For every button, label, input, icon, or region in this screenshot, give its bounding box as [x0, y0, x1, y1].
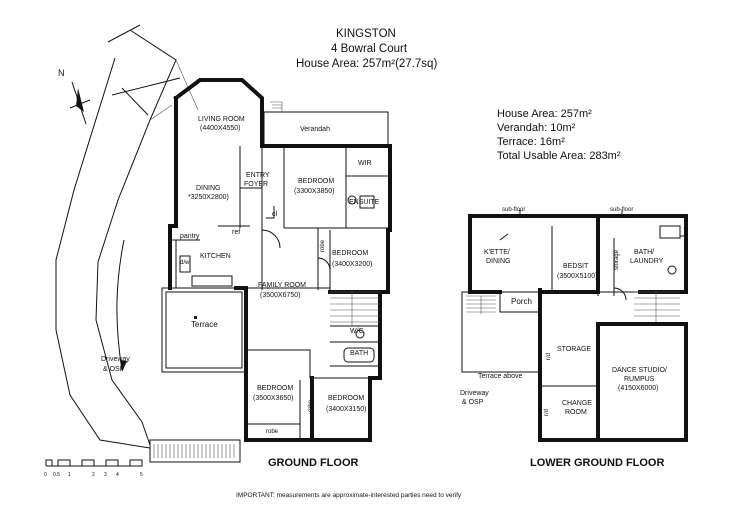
dining-label: DINING — [196, 185, 221, 192]
bedroom-4-dim: (3400X3150) — [326, 406, 366, 413]
kitchen-label: KITCHEN — [200, 253, 231, 260]
bedroom-1-label: BEDROOM — [298, 178, 334, 185]
lower-driveway-label: Driveway — [460, 390, 489, 397]
scale-tick-0: 0 — [44, 472, 47, 478]
bath-label: BATH — [350, 350, 368, 357]
bedroom-3-label: BEDROOM — [257, 385, 293, 392]
pantry-label: pantry — [180, 233, 200, 240]
subfloor-access-1-line2: access — [505, 214, 524, 220]
lower-osp-label: & OSP — [462, 399, 484, 406]
header-house-area: House Area: 257m²(27.7sq) — [296, 58, 438, 70]
scale-tick-2: 2 — [92, 472, 95, 478]
verandah-label: Verandah — [300, 126, 330, 133]
ground-floor-plan: LIVING ROOM (4400X4550) Verandah DINING … — [101, 78, 392, 442]
storage-label: STORAGE — [557, 346, 591, 353]
lower-dining-label: DINING — [486, 258, 511, 265]
bedroom-4-label: BEDROOM — [328, 395, 364, 402]
robe-3-label: robe — [308, 399, 314, 412]
summary-terrace: Terrace: 16m² — [497, 136, 565, 148]
osp-label: & OSP — [103, 366, 125, 373]
change-room-line2: ROOM — [565, 409, 587, 416]
bath-laundry-line1: BATH/ — [634, 249, 654, 256]
living-room-dim: (4400X4550) — [200, 125, 240, 132]
north-arrow-icon: N — [58, 68, 91, 125]
dance-studio-line1: DANCE STUDIO/ — [612, 367, 667, 374]
summary-total: Total Usable Area: 283m² — [497, 150, 621, 162]
summary-house-area: House Area: 257m² — [497, 108, 592, 120]
dw-label: d/w — [180, 260, 190, 266]
ground-floor-title: GROUND FLOOR — [268, 457, 358, 469]
dining-dim: *3250X2800) — [188, 194, 229, 201]
bedroom-2-label: BEDROOM — [332, 250, 368, 257]
driveway-label: Driveway — [101, 356, 130, 363]
lower-ground-floor-plan: sub-floor access sub-floor access K'ETTE… — [460, 207, 688, 442]
north-label: N — [58, 68, 65, 78]
scale-bar: 0 0.5 1 2 3 4 5 — [44, 459, 143, 478]
summary-verandah: Verandah: 10m² — [497, 122, 576, 134]
terrace-above-label: Terrace above — [478, 373, 522, 380]
scale-tick-0-5: 0.5 — [53, 472, 60, 478]
rd-2-label: r/d — [544, 409, 550, 416]
bedsit-dim: (3500X5100) — [557, 273, 597, 280]
ensuite-label: ENSUITE — [349, 199, 380, 206]
change-room-line1: CHANGE — [562, 400, 592, 407]
lower-storage-vertical-label: storage — [614, 249, 620, 270]
foyer-label: FOYER — [244, 181, 268, 188]
porch-label: Porch — [511, 297, 532, 306]
living-room-label: LIVING ROOM — [198, 116, 245, 123]
wir-label: WIR — [358, 160, 372, 167]
scale-tick-4: 4 — [116, 472, 119, 478]
bedsit-label: BEDSIT — [563, 263, 589, 270]
cl-label: cl — [272, 211, 278, 218]
scale-tick-5: 5 — [140, 472, 143, 478]
subfloor-access-2-line1: sub-floor — [610, 207, 633, 213]
ref-label: ref — [232, 229, 240, 236]
header-suburb: KINGSTON — [336, 28, 396, 40]
wc-label: W/C — [350, 328, 364, 335]
dance-studio-line2: RUMPUS — [624, 376, 655, 383]
subfloor-access-2-line2: access — [613, 214, 632, 220]
kette-label: K'ETTE/ — [484, 249, 510, 256]
lower-ground-floor-title: LOWER GROUND FLOOR — [530, 457, 664, 469]
robe-1-label: robe — [320, 239, 326, 252]
entry-label: ENTRY — [246, 172, 270, 179]
bedroom-1-dim: (3300X3850) — [294, 188, 334, 195]
robe-2-label: robe — [266, 429, 279, 435]
scale-tick-1: 1 — [68, 472, 71, 478]
bedroom-3-dim: (3500X3650) — [253, 395, 293, 402]
family-room-dim: (3500X6750) — [260, 292, 300, 299]
site-boundary — [55, 24, 241, 463]
bath-laundry-line2: LAUNDRY — [630, 258, 664, 265]
subfloor-access-1-line1: sub-floor — [502, 207, 525, 213]
bedroom-2-dim: (3400X3200) — [332, 261, 372, 268]
dance-studio-dim: (4150X6000) — [618, 385, 658, 392]
disclaimer-text: IMPORTANT: measurements are approximate-… — [236, 492, 462, 499]
scale-tick-3: 3 — [104, 472, 107, 478]
family-room-label: FAMILY ROOM — [258, 282, 306, 289]
rd-1-label: r/d — [546, 353, 552, 360]
terrace-label: Terrace — [191, 320, 218, 329]
header-address: 4 Bowral Court — [331, 43, 408, 55]
